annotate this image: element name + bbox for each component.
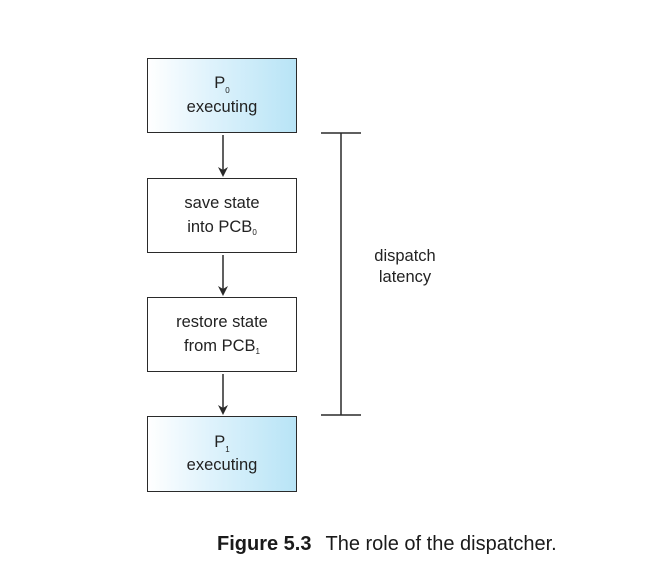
dispatch-latency-line2: latency	[378, 268, 432, 287]
dispatch-latency-line1: dispatch	[374, 247, 436, 265]
figure-number: Figure 5.3	[217, 533, 312, 555]
process-p0-box: P0 executing	[147, 58, 297, 133]
save-state-line1: save state	[184, 194, 260, 213]
figure-caption-text: The role of the dispatcher.	[325, 533, 557, 555]
figure-caption: Figure 5.3 The role of the dispatcher.	[217, 533, 557, 556]
restore-state-box: restore state from PCB1	[147, 297, 297, 372]
dispatch-latency-label: dispatch latency	[360, 246, 450, 289]
process-p1-box: P1 executing	[147, 416, 297, 492]
process-p0-label: P0	[214, 74, 230, 96]
restore-state-line1: restore state	[176, 313, 268, 332]
process-p1-status: executing	[186, 456, 258, 474]
restore-state-line2: from PCB1	[184, 336, 260, 356]
process-p0-status: executing	[186, 97, 258, 116]
save-state-box: save state into PCB0	[147, 178, 297, 253]
process-p1-label: P1	[214, 432, 230, 454]
latency-bracket	[321, 132, 361, 416]
save-state-line2: into PCB0	[187, 217, 257, 237]
